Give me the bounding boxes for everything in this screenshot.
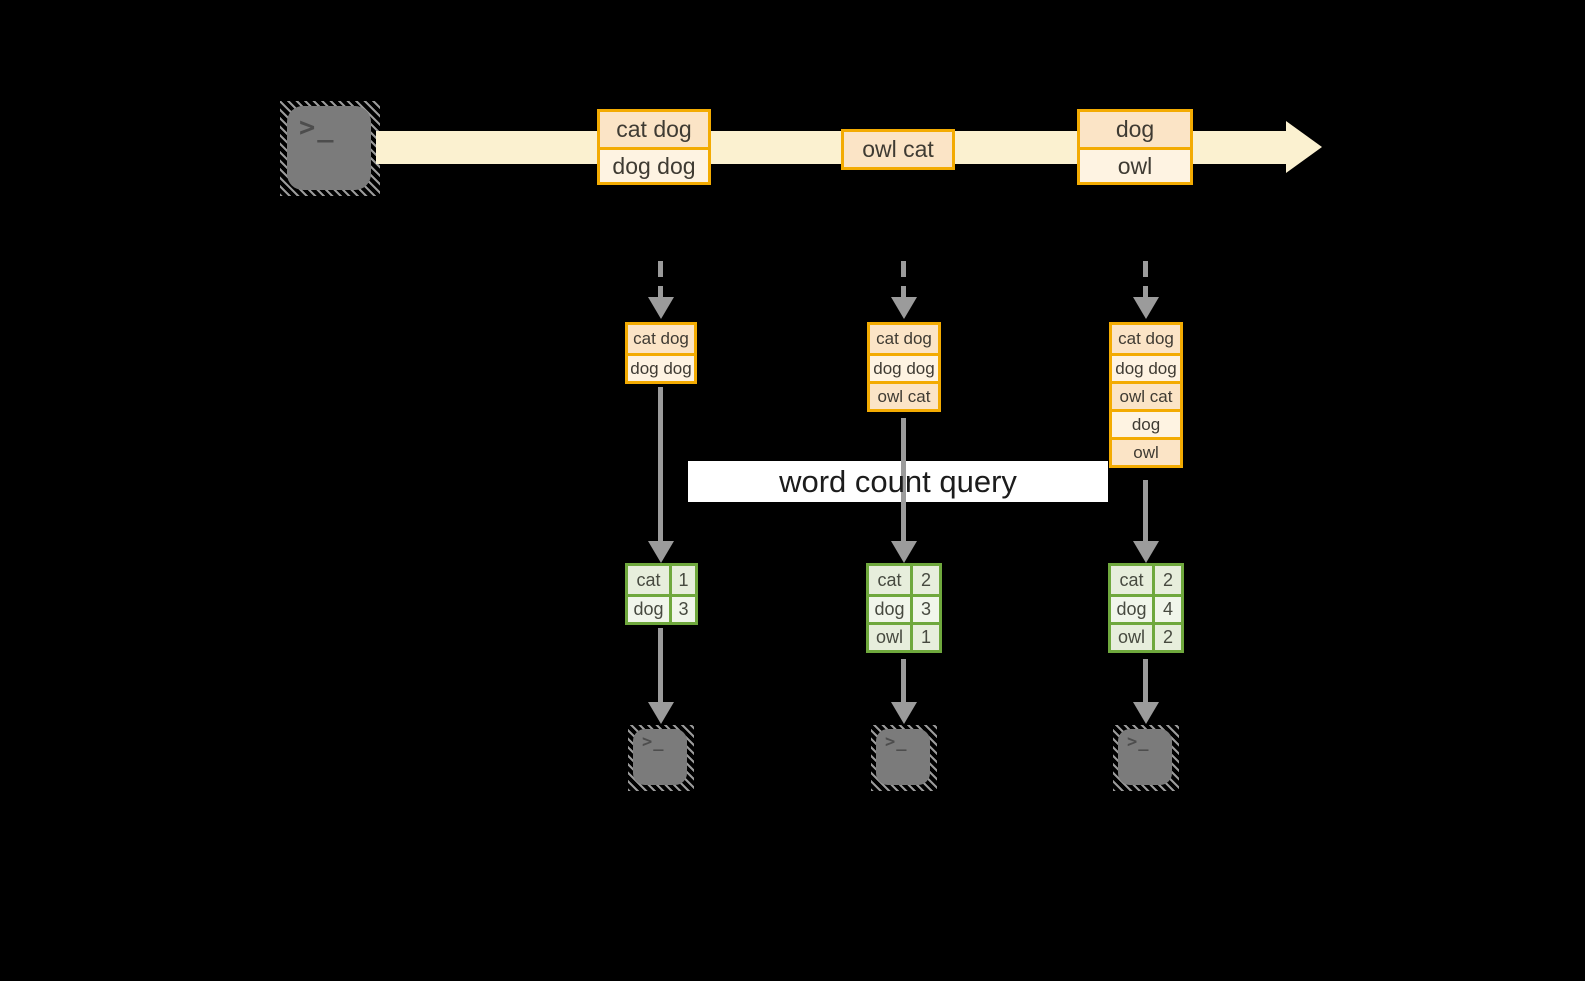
result-table-1: cat 1 dog 3 xyxy=(625,563,698,625)
count-cell: 3 xyxy=(913,597,939,622)
count-cell: 2 xyxy=(1155,566,1181,594)
table-row: dog 3 xyxy=(628,594,695,622)
dashed-arrow-line xyxy=(1143,261,1148,299)
record-cell: dog xyxy=(1112,409,1180,437)
stream-batch-2: owl cat xyxy=(841,129,955,170)
count-cell: 2 xyxy=(913,566,939,594)
output-arrow-line xyxy=(1143,659,1148,704)
record-cell: dog dog xyxy=(1112,353,1180,381)
word-cell: owl xyxy=(1111,625,1155,650)
count-cell: 3 xyxy=(672,597,695,622)
result-table-3: cat 2 dog 4 owl 2 xyxy=(1108,563,1184,653)
word-cell: cat xyxy=(1111,566,1155,594)
count-cell: 2 xyxy=(1155,625,1181,650)
record-cell: dog dog xyxy=(600,147,708,182)
word-count-query-label: word count query xyxy=(688,461,1108,502)
terminal-prompt-icon: >_ xyxy=(1127,732,1150,752)
output-arrow-head-icon xyxy=(891,702,917,724)
terminal-body: >_ xyxy=(876,729,930,785)
dashed-arrow-head-icon xyxy=(648,297,674,319)
dashed-arrow-head-icon xyxy=(1133,297,1159,319)
terminal-prompt-icon: >_ xyxy=(642,732,665,752)
record-cell: owl cat xyxy=(1112,381,1180,409)
table-row: owl 2 xyxy=(1111,622,1181,650)
record-cell: dog xyxy=(1080,112,1190,147)
result-table-2: cat 2 dog 3 owl 1 xyxy=(866,563,942,653)
table-row: dog 4 xyxy=(1111,594,1181,622)
label-background xyxy=(688,461,1108,502)
word-cell: owl xyxy=(869,625,913,650)
record-cell: owl cat xyxy=(844,132,952,167)
query-arrow-line xyxy=(901,418,906,543)
word-cell: dog xyxy=(1111,597,1155,622)
count-cell: 4 xyxy=(1155,597,1181,622)
output-arrow-line xyxy=(901,659,906,704)
table-row: dog 3 xyxy=(869,594,939,622)
dashed-arrow-head-icon xyxy=(891,297,917,319)
table-row: cat 1 xyxy=(628,566,695,594)
stream-batch-1: cat dog dog dog xyxy=(597,109,711,185)
output-arrow-head-icon xyxy=(1133,702,1159,724)
sink-terminal-icon-3: >_ xyxy=(1113,725,1179,791)
word-cell: cat xyxy=(869,566,913,594)
query-arrow-head-icon xyxy=(648,541,674,563)
query-arrow-line xyxy=(658,387,663,543)
output-arrow-head-icon xyxy=(648,702,674,724)
count-cell: 1 xyxy=(672,566,695,594)
record-cell: cat dog xyxy=(600,112,708,147)
query-arrow-head-icon xyxy=(891,541,917,563)
table-row: owl 1 xyxy=(869,622,939,650)
word-cell: cat xyxy=(628,566,672,594)
count-cell: 1 xyxy=(913,625,939,650)
terminal-body: >_ xyxy=(287,106,371,190)
label-text: word count query xyxy=(779,463,1017,499)
stream-arrow-head-icon xyxy=(1286,121,1322,173)
query-arrow-head-icon xyxy=(1133,541,1159,563)
record-cell: owl cat xyxy=(870,381,938,409)
source-terminal-icon: >_ xyxy=(280,101,380,196)
record-cell: cat dog xyxy=(628,325,694,353)
terminal-body: >_ xyxy=(1118,729,1172,785)
record-cell: cat dog xyxy=(1112,325,1180,353)
record-cell: cat dog xyxy=(870,325,938,353)
terminal-prompt-icon: >_ xyxy=(299,112,336,143)
record-cell: owl xyxy=(1080,147,1190,182)
accumulated-records-box-2: cat dog dog dog owl cat xyxy=(867,322,941,412)
terminal-body: >_ xyxy=(633,729,687,785)
sink-terminal-icon-1: >_ xyxy=(628,725,694,791)
table-row: cat 2 xyxy=(1111,566,1181,594)
accumulated-records-box-3: cat dog dog dog owl cat dog owl xyxy=(1109,322,1183,468)
record-cell: dog dog xyxy=(628,353,694,381)
sink-terminal-icon-2: >_ xyxy=(871,725,937,791)
stream-batch-3: dog owl xyxy=(1077,109,1193,185)
word-cell: dog xyxy=(628,597,672,622)
output-arrow-line xyxy=(658,628,663,704)
query-arrow-line xyxy=(1143,480,1148,543)
dashed-arrow-line xyxy=(658,261,663,299)
word-cell: dog xyxy=(869,597,913,622)
accumulated-records-box-1: cat dog dog dog xyxy=(625,322,697,384)
dashed-arrow-line xyxy=(901,261,906,299)
terminal-prompt-icon: >_ xyxy=(885,732,908,752)
table-row: cat 2 xyxy=(869,566,939,594)
record-cell: dog dog xyxy=(870,353,938,381)
record-cell: owl xyxy=(1112,437,1180,465)
